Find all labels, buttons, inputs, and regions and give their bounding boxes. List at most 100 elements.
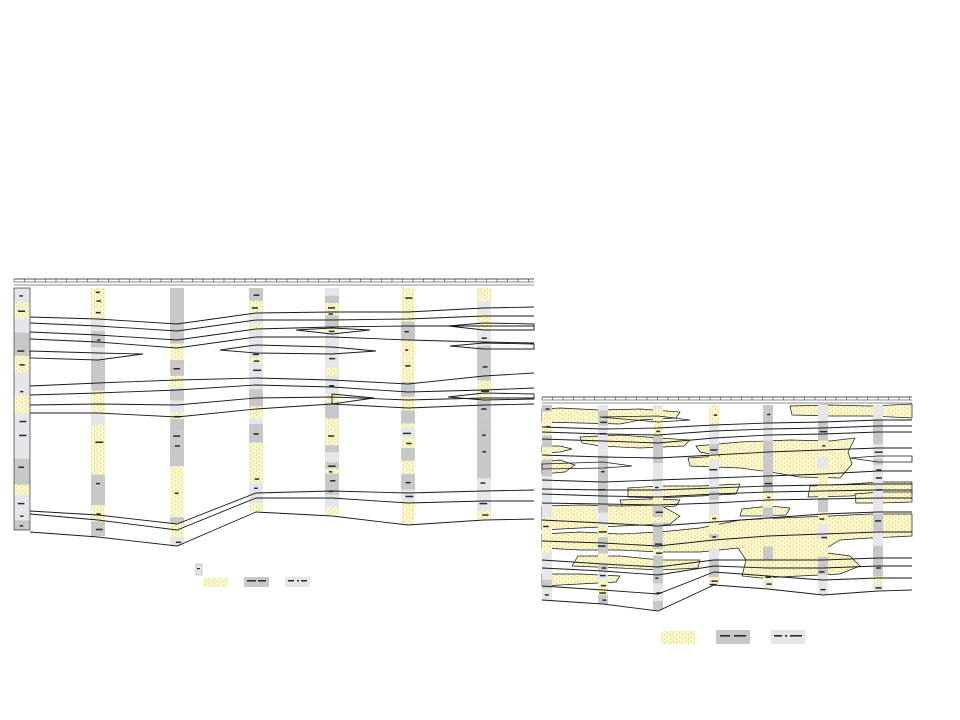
right-well-6-segment bbox=[818, 468, 828, 484]
left-well-1-segment bbox=[91, 376, 105, 391]
right-horizon-5 bbox=[541, 470, 912, 483]
right-well-5-segment bbox=[763, 585, 773, 588]
left-well-6 bbox=[477, 288, 491, 519]
left-well-2-log-mark bbox=[174, 445, 181, 447]
right-well-7-segment bbox=[873, 526, 883, 531]
left-well-6-log-mark bbox=[479, 502, 488, 505]
left-horizon-6 bbox=[29, 384, 535, 396]
right-well-4-segment bbox=[709, 521, 719, 535]
left-legend-mudstone-mark bbox=[247, 580, 256, 582]
right-well-3-segment bbox=[653, 606, 663, 610]
right-horizon-2 bbox=[541, 425, 912, 436]
right-well-6-segment bbox=[818, 556, 828, 568]
right-horizon-4 bbox=[541, 447, 912, 459]
left-horizon-4 bbox=[29, 336, 535, 349]
right-well-3-segment bbox=[653, 555, 663, 572]
right-sand-body-15 bbox=[541, 573, 621, 587]
left-well-1-log-mark bbox=[96, 513, 101, 515]
left-well-1-log-mark bbox=[95, 441, 104, 444]
left-well-5-segment bbox=[401, 410, 415, 424]
left-reference-column-log-mark bbox=[20, 515, 24, 517]
right-well-5 bbox=[763, 405, 773, 588]
left-well-6-log-mark bbox=[481, 337, 487, 339]
right-well-6-log-mark bbox=[821, 536, 827, 539]
right-horizon-7 bbox=[541, 489, 912, 498]
right-well-6-segment bbox=[818, 449, 828, 457]
right-well-3-log-mark bbox=[655, 577, 659, 579]
right-well-5-segment bbox=[763, 440, 773, 458]
right-well-3-segment bbox=[653, 463, 663, 479]
right-well-4-segment bbox=[709, 423, 719, 435]
right-well-5-log-mark bbox=[764, 482, 773, 485]
left-well-4-log-mark bbox=[328, 465, 336, 467]
left-horizon-8 bbox=[30, 403, 535, 418]
right-well-1-segment bbox=[542, 492, 552, 509]
left-well-3-log-mark bbox=[253, 294, 260, 296]
right-well-1-log-mark bbox=[544, 594, 549, 596]
right-well-2-log-mark bbox=[599, 574, 606, 577]
left-well-5-log-mark bbox=[405, 365, 411, 367]
right-well-6-segment bbox=[818, 539, 828, 557]
left-well-1-segment bbox=[91, 359, 105, 377]
left-horizon-11 bbox=[29, 511, 535, 547]
right-well-2-segment bbox=[598, 553, 608, 565]
left-well-6-segment bbox=[477, 321, 491, 330]
right-legend bbox=[661, 630, 805, 644]
left-well-1-segment bbox=[91, 491, 105, 506]
right-well-7 bbox=[873, 405, 883, 590]
left-well-5-segment bbox=[401, 382, 415, 397]
right-horizon-10 bbox=[541, 531, 912, 547]
left-well-4-log-mark bbox=[329, 385, 335, 387]
right-well-4-log-mark bbox=[710, 449, 718, 451]
left-pinchout-lens-5 bbox=[449, 342, 535, 350]
left-well-1-log-mark bbox=[97, 339, 101, 341]
right-sand-body-11 bbox=[854, 491, 913, 504]
left-well-1-segment bbox=[91, 445, 105, 455]
right-well-6-log-mark bbox=[822, 445, 826, 447]
left-reference-column-segment bbox=[14, 288, 30, 303]
left-legend-siltstone-mark bbox=[288, 580, 294, 582]
right-well-2-log-mark bbox=[598, 531, 607, 533]
right-well-7-segment bbox=[873, 438, 883, 445]
left-well-1-log-mark bbox=[95, 528, 103, 531]
left-well-2-log-mark bbox=[175, 541, 182, 544]
left-well-5-segment bbox=[401, 448, 415, 461]
left-reference-column-log-mark bbox=[17, 502, 25, 505]
right-well-5-segment bbox=[763, 581, 773, 586]
right-well-7-segment bbox=[873, 530, 883, 546]
left-well-3-log-mark bbox=[253, 360, 260, 362]
right-well-3-segment bbox=[653, 601, 663, 607]
right-horizon-14 bbox=[541, 584, 913, 612]
left-well-1-segment bbox=[91, 390, 105, 402]
left-well-6-log-mark bbox=[482, 450, 486, 453]
left-well-2-segment bbox=[170, 451, 184, 467]
right-well-4-segment bbox=[709, 491, 719, 500]
right-well-7-segment bbox=[873, 444, 883, 459]
right-well-6-segment bbox=[818, 456, 828, 469]
right-legend-sandstone-swatch bbox=[661, 631, 695, 644]
right-well-2-log-mark bbox=[600, 421, 607, 424]
left-well-3-log-mark bbox=[251, 307, 258, 309]
left-well-2-segment bbox=[170, 418, 184, 432]
left-well-5-segment bbox=[401, 306, 415, 322]
right-well-2-log-mark bbox=[601, 567, 607, 569]
right-well-2-log-mark bbox=[601, 470, 605, 473]
right-well-4-log-mark bbox=[712, 517, 717, 520]
right-well-4-log-mark bbox=[709, 468, 718, 471]
right-well-7-log-mark bbox=[875, 587, 882, 589]
left-well-3-segment bbox=[249, 376, 263, 390]
left-well-6-segment bbox=[477, 486, 491, 495]
left-well-2-log-mark bbox=[174, 492, 179, 494]
right-well-3-segment bbox=[653, 409, 663, 416]
left-legend-sandstone-swatch bbox=[203, 578, 228, 587]
left-reference-column-log-mark bbox=[19, 420, 27, 423]
left-well-6-log-mark bbox=[482, 434, 486, 437]
left-reference-column-segment bbox=[14, 474, 30, 485]
right-well-2-log-mark bbox=[597, 545, 606, 547]
left-well-3-log-mark bbox=[254, 478, 260, 480]
right-well-1-segment bbox=[542, 476, 552, 493]
left-reference-column-segment bbox=[14, 520, 30, 530]
right-well-3-segment bbox=[653, 494, 663, 506]
